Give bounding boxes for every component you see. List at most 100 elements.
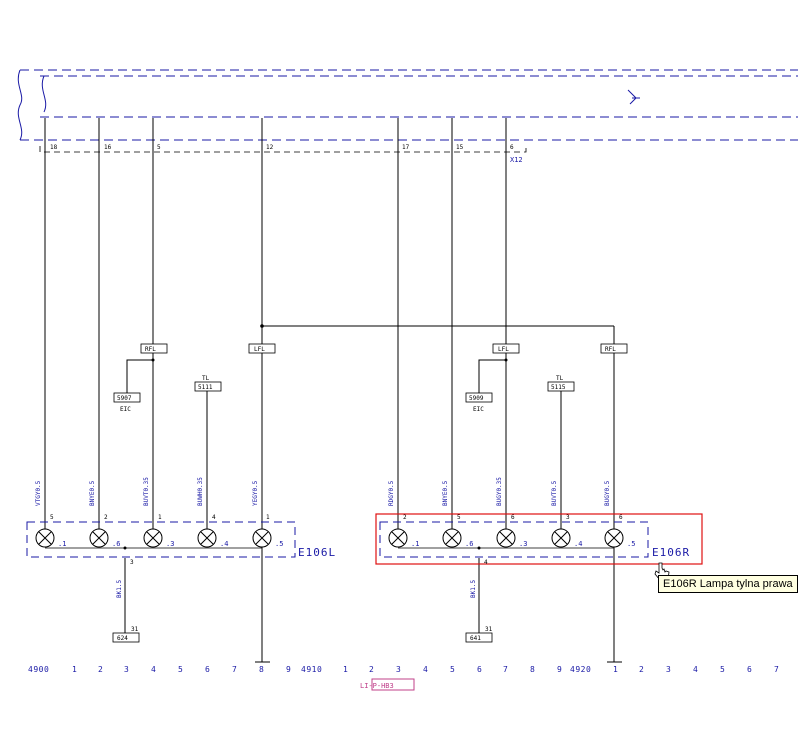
connector-x12: X12 18 16 5 12 17 15 6 <box>39 144 527 164</box>
axis-tick: 1 <box>343 665 348 674</box>
axis-tick: 3 <box>124 665 129 674</box>
axis-tick: 9 <box>286 665 291 674</box>
axis-tick: 8 <box>259 665 264 674</box>
bulb-icon <box>551 528 571 548</box>
ref-tl-left-top: TL <box>202 375 210 382</box>
wire-label: BUWH0.35 <box>197 477 204 506</box>
ground-ref-right: 641 <box>470 635 481 642</box>
axis-tick: 7 <box>503 665 508 674</box>
axis-start: 4900 <box>28 665 49 674</box>
ref-eic-right-sub: EIC <box>473 406 484 413</box>
lamp-pin: 3 <box>566 514 570 521</box>
bulb-position: .1 <box>411 540 419 548</box>
axis-tick: 4 <box>423 665 428 674</box>
axis-tick: 6 <box>477 665 482 674</box>
lamp-pin: 1 <box>158 514 162 521</box>
bulb-position: .3 <box>166 540 174 548</box>
connector-pin: 15 <box>456 144 464 151</box>
wire-label: BUVT0.5 <box>551 480 558 506</box>
axis-tick: 1 <box>613 665 618 674</box>
axis-tick: 4 <box>151 665 156 674</box>
axis-tick: 7 <box>232 665 237 674</box>
axis-tick: 5 <box>720 665 725 674</box>
axis-tick: 6 <box>205 665 210 674</box>
bulb-icon <box>604 528 624 548</box>
ground-pin-right: 31 <box>485 626 493 633</box>
axis-tick: 5 <box>178 665 183 674</box>
grid-axis: 4900 1 2 3 4 5 6 7 8 9 4910 1 2 3 4 5 6 … <box>28 665 779 674</box>
axis-tick: 3 <box>396 665 401 674</box>
reference-boxes: RFL LFL LFL RFL TL 5111 TL 5115 5907 EIC… <box>112 343 628 643</box>
connector-pin: 18 <box>50 144 58 151</box>
lamp-pin: 2 <box>104 514 108 521</box>
ref-eic-right: 5909 <box>469 395 484 402</box>
wire-label: VTGY0.5 <box>35 480 42 506</box>
ref-rfl-left: RFL <box>145 346 156 353</box>
connector-pin: 5 <box>157 144 161 151</box>
wire-label: BNYE0.5 <box>442 480 449 506</box>
wire-label: BK1.5 <box>470 580 477 598</box>
bulb-icon <box>388 528 408 548</box>
page-tag-label: LI-P-HB3 <box>360 682 394 690</box>
wire-label: RDGY0.5 <box>388 480 395 506</box>
axis-start: 4920 <box>570 665 591 674</box>
bulb-icon <box>252 528 272 548</box>
ref-tl-left: 5111 <box>198 384 213 391</box>
ref-rfl-right: RFL <box>605 346 616 353</box>
axis-start: 4910 <box>301 665 322 674</box>
tooltip: E106R Lampa tylna prawa <box>658 575 798 593</box>
ref-tl-right-top: TL <box>556 375 564 382</box>
connector-pin: 16 <box>104 144 112 151</box>
ground-pin-left: 31 <box>131 626 139 633</box>
lamp-pin: 2 <box>403 514 407 521</box>
axis-tick: 3 <box>666 665 671 674</box>
axis-tick: 7 <box>774 665 779 674</box>
wire-label: BUGY0.35 <box>496 477 503 506</box>
ref-eic-left-sub: EIC <box>120 406 131 413</box>
wire-label: BUGY0.5 <box>604 480 611 506</box>
bulb-position: .5 <box>275 540 283 548</box>
axis-tick: 4 <box>693 665 698 674</box>
axis-tick: 2 <box>98 665 103 674</box>
bulb-position: .4 <box>220 540 228 548</box>
wires <box>44 118 622 663</box>
lamp-e106r[interactable]: 2 5 6 3 6 4 .1 .6 .3 .4 .5 E106R <box>375 513 703 566</box>
lamp-ground-pin: 4 <box>484 559 488 566</box>
axis-tick: 8 <box>530 665 535 674</box>
harness-band <box>17 69 798 141</box>
ground-ref-left: 624 <box>117 635 128 642</box>
bulb-position: .6 <box>465 540 473 548</box>
bulb-icon <box>442 528 462 548</box>
lamp-pin: 6 <box>619 514 623 521</box>
axis-tick: 2 <box>639 665 644 674</box>
connector-label: X12 <box>510 156 523 164</box>
wire-label: BK1.5 <box>116 580 123 598</box>
bulb-icon <box>143 528 163 548</box>
ref-lfl-left: LFL <box>254 346 265 353</box>
lamp-pin: 1 <box>266 514 270 521</box>
ref-eic-left: 5907 <box>117 395 132 402</box>
lamp-pin: 4 <box>212 514 216 521</box>
lamp-pin: 5 <box>457 514 461 521</box>
wire-label: BUVT0.35 <box>143 477 150 506</box>
lamp-name-right: E106R <box>652 546 690 559</box>
page-tag[interactable]: LI-P-HB3 <box>360 678 415 691</box>
bulb-icon <box>496 528 516 548</box>
ref-lfl-right: LFL <box>498 346 509 353</box>
bulb-icon <box>89 528 109 548</box>
bulb-position: .3 <box>519 540 527 548</box>
bulb-position: .1 <box>58 540 66 548</box>
bulb-position: .5 <box>627 540 635 548</box>
connector-pin: 12 <box>266 144 274 151</box>
lamp-name-left: E106L <box>298 546 336 559</box>
wire-labels: VTGY0.5 BNYE0.5 BUVT0.35 BUWH0.35 YEGY0.… <box>35 477 611 598</box>
bulb-position: .4 <box>574 540 582 548</box>
wire-label: BNYE0.5 <box>89 480 96 506</box>
axis-tick: 9 <box>557 665 562 674</box>
axis-tick: 1 <box>72 665 77 674</box>
bulb-icon <box>197 528 217 548</box>
lamp-pin: 5 <box>50 514 54 521</box>
connector-pin: 6 <box>510 144 514 151</box>
lamp-e106l[interactable]: 5 2 1 4 1 3 .1 .6 .3 .4 .5 E106L <box>26 514 336 566</box>
lamp-pin: 6 <box>511 514 515 521</box>
